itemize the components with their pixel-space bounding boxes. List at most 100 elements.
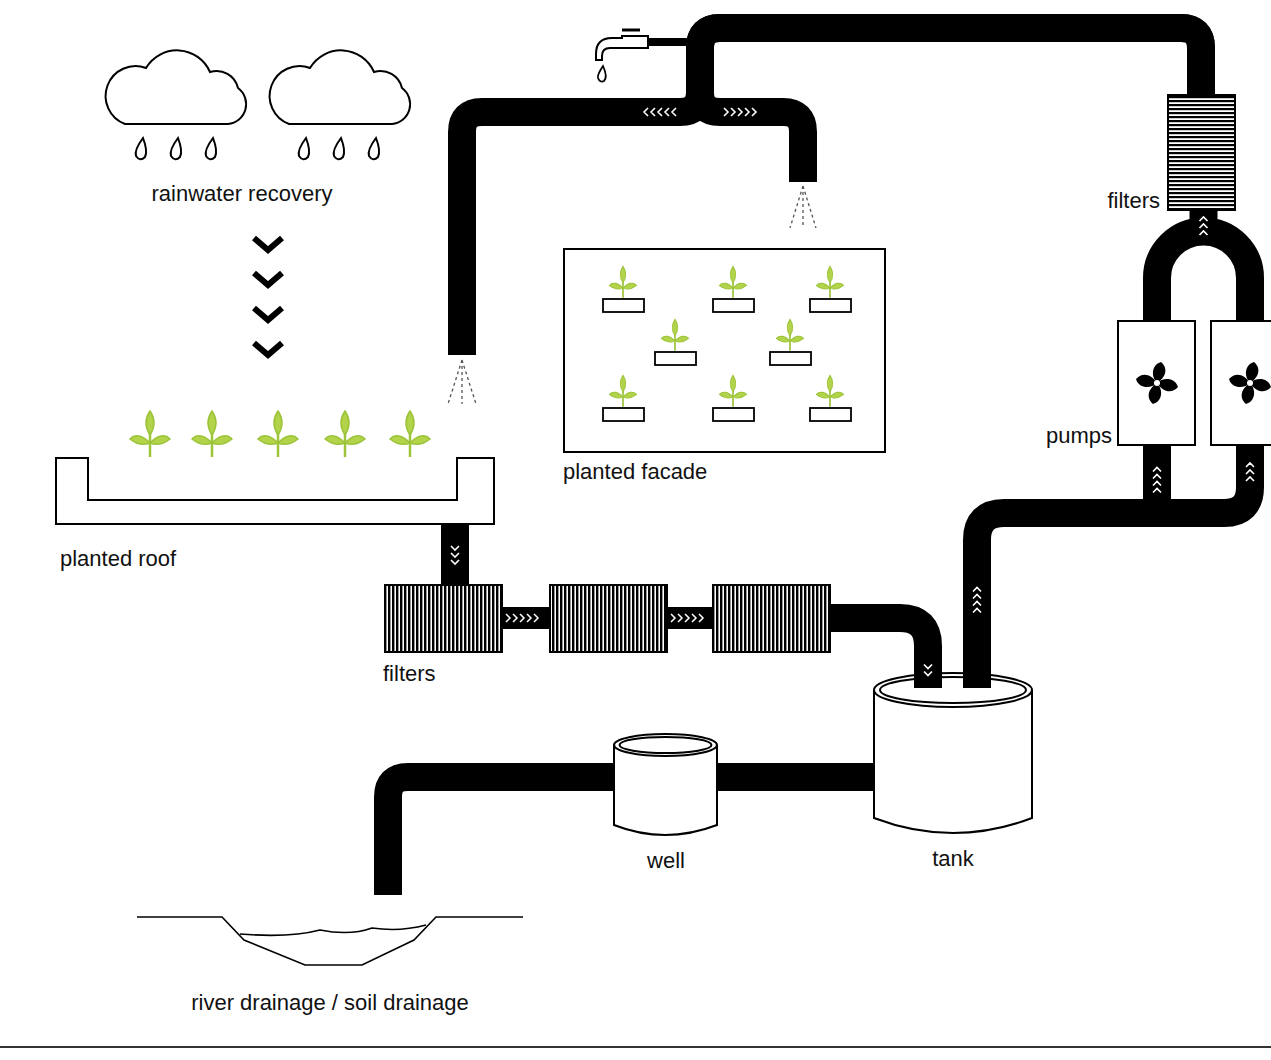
plant <box>816 266 843 297</box>
pipe <box>441 525 469 585</box>
cloud <box>270 50 411 124</box>
facade-node: planted facade <box>563 248 886 453</box>
drop <box>171 138 181 159</box>
river-node: river drainage / soil drainage <box>137 900 523 970</box>
pipe <box>718 763 873 791</box>
plant <box>609 266 636 297</box>
pipe <box>462 28 1201 355</box>
tank-node: tank <box>873 672 1033 837</box>
rain-drops <box>136 138 379 159</box>
filter-node: filters <box>1168 95 1235 210</box>
plant <box>258 411 298 457</box>
plant <box>130 411 170 457</box>
flow-chevrons <box>924 665 932 676</box>
well-node: well <box>613 733 718 838</box>
tap-body <box>596 36 648 60</box>
drop <box>206 138 216 159</box>
well-cylinder <box>614 734 717 835</box>
water-pipe <box>831 618 932 688</box>
water-pipe <box>700 24 1201 182</box>
node-label: filters <box>383 661 436 687</box>
fan-icon <box>1136 362 1178 404</box>
tap-drop <box>598 66 606 82</box>
flow-chevrons <box>451 546 459 564</box>
node-label: planted roof <box>60 546 176 572</box>
tank-top-inner <box>880 677 1026 703</box>
pipe <box>1157 210 1250 320</box>
pot <box>810 408 851 421</box>
pipe <box>831 618 928 688</box>
spray <box>448 360 476 404</box>
plant <box>325 411 365 457</box>
plant <box>661 319 688 350</box>
node-label: tank <box>932 846 974 872</box>
node-label: planted facade <box>563 459 707 485</box>
flow-chevrons <box>1200 217 1208 235</box>
tank-top <box>874 673 1032 707</box>
pipe <box>977 446 1250 688</box>
well-top-inner <box>620 737 712 753</box>
cloud <box>106 50 247 124</box>
node-label: filters <box>1107 188 1160 214</box>
plant <box>719 375 746 406</box>
water-line <box>240 925 426 935</box>
filter-node: filters <box>385 585 831 652</box>
node-label: rainwater recovery <box>152 181 333 207</box>
pot <box>770 352 811 365</box>
well-top <box>614 734 717 756</box>
filter-block <box>385 585 502 652</box>
node-label: pumps <box>1046 423 1112 449</box>
fan-icon <box>1229 362 1271 404</box>
spray <box>790 186 816 228</box>
bottom-rule <box>0 1046 1271 1048</box>
tank-cylinder <box>874 673 1032 833</box>
water-pipe <box>973 446 1254 688</box>
drop <box>136 138 146 159</box>
tap-handle <box>622 29 640 32</box>
drop <box>369 138 379 159</box>
plant <box>719 266 746 297</box>
roof-plants <box>130 411 430 457</box>
rain-clouds <box>106 50 411 124</box>
water-pipe <box>388 777 613 895</box>
water-pipe <box>254 238 282 355</box>
plant <box>776 319 803 350</box>
plant <box>192 411 232 457</box>
water-pipe <box>451 525 459 585</box>
roof-tray <box>56 458 494 524</box>
filter-stack <box>1168 95 1235 210</box>
filter-block <box>550 585 667 652</box>
pump-box <box>1211 321 1271 445</box>
node-label: well <box>647 848 685 874</box>
pipe <box>388 777 613 895</box>
plant <box>609 375 636 406</box>
node-label: river drainage / soil drainage <box>191 990 469 1016</box>
flow-chevrons <box>973 463 1254 613</box>
pot <box>603 408 644 421</box>
river-channel <box>137 917 523 965</box>
filter-block <box>713 585 830 652</box>
pot <box>655 352 696 365</box>
pot <box>713 299 754 312</box>
roof-node: planted roof <box>55 457 495 525</box>
sprayer-mist <box>448 186 816 404</box>
pump-units <box>1118 321 1271 445</box>
flow-chevrons <box>644 108 676 116</box>
well-body <box>614 745 717 835</box>
planted-facade <box>564 249 885 452</box>
water-pipe <box>718 777 873 778</box>
drop <box>299 138 309 159</box>
pipe <box>700 28 1201 182</box>
plant <box>390 411 430 457</box>
pot <box>603 299 644 312</box>
plant <box>816 375 843 406</box>
facade-pots <box>603 299 851 421</box>
water-pipe <box>1157 210 1250 320</box>
tank-body <box>874 690 1032 833</box>
pot <box>810 299 851 312</box>
water-tap <box>596 30 690 82</box>
planted-roof <box>56 458 494 524</box>
